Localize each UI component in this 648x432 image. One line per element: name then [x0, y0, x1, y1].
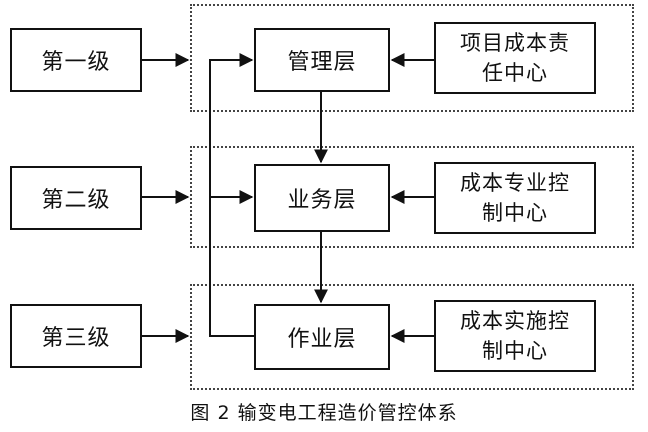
center-2-line-2: 制中心: [482, 201, 548, 225]
level-box-2: 第二级: [10, 166, 142, 230]
level-box-3: 第三级: [10, 304, 142, 368]
group-frame-level-2: [190, 146, 634, 248]
layer-box-3: 作业层: [254, 304, 390, 370]
level-label-2: 第二级: [41, 188, 111, 213]
center-3-line-1: 成本实施控: [460, 309, 570, 333]
group-frame-level-3: [190, 284, 634, 390]
layer-label-1: 管理层: [287, 50, 357, 75]
figure-caption: 图 2 输变电工程造价管控体系: [190, 402, 458, 424]
center-2-line-1: 成本专业控: [460, 171, 570, 195]
center-3-line-2: 制中心: [482, 339, 548, 363]
center-box-3: 成本实施控 制中心: [434, 300, 596, 372]
layer-label-3: 作业层: [287, 327, 357, 352]
center-1-line-1: 项目成本责: [460, 31, 570, 55]
center-box-1: 项目成本责 任中心: [434, 22, 596, 94]
level-label-1: 第一级: [41, 50, 111, 75]
center-1-line-2: 任中心: [482, 61, 548, 85]
layer-box-1: 管理层: [254, 28, 390, 92]
level-box-1: 第一级: [10, 28, 142, 92]
layer-label-2: 业务层: [287, 188, 357, 213]
group-frame-level-1: [190, 4, 634, 112]
level-label-3: 第三级: [41, 326, 111, 351]
layer-box-2: 业务层: [254, 164, 390, 232]
center-box-2: 成本专业控 制中心: [434, 162, 596, 234]
